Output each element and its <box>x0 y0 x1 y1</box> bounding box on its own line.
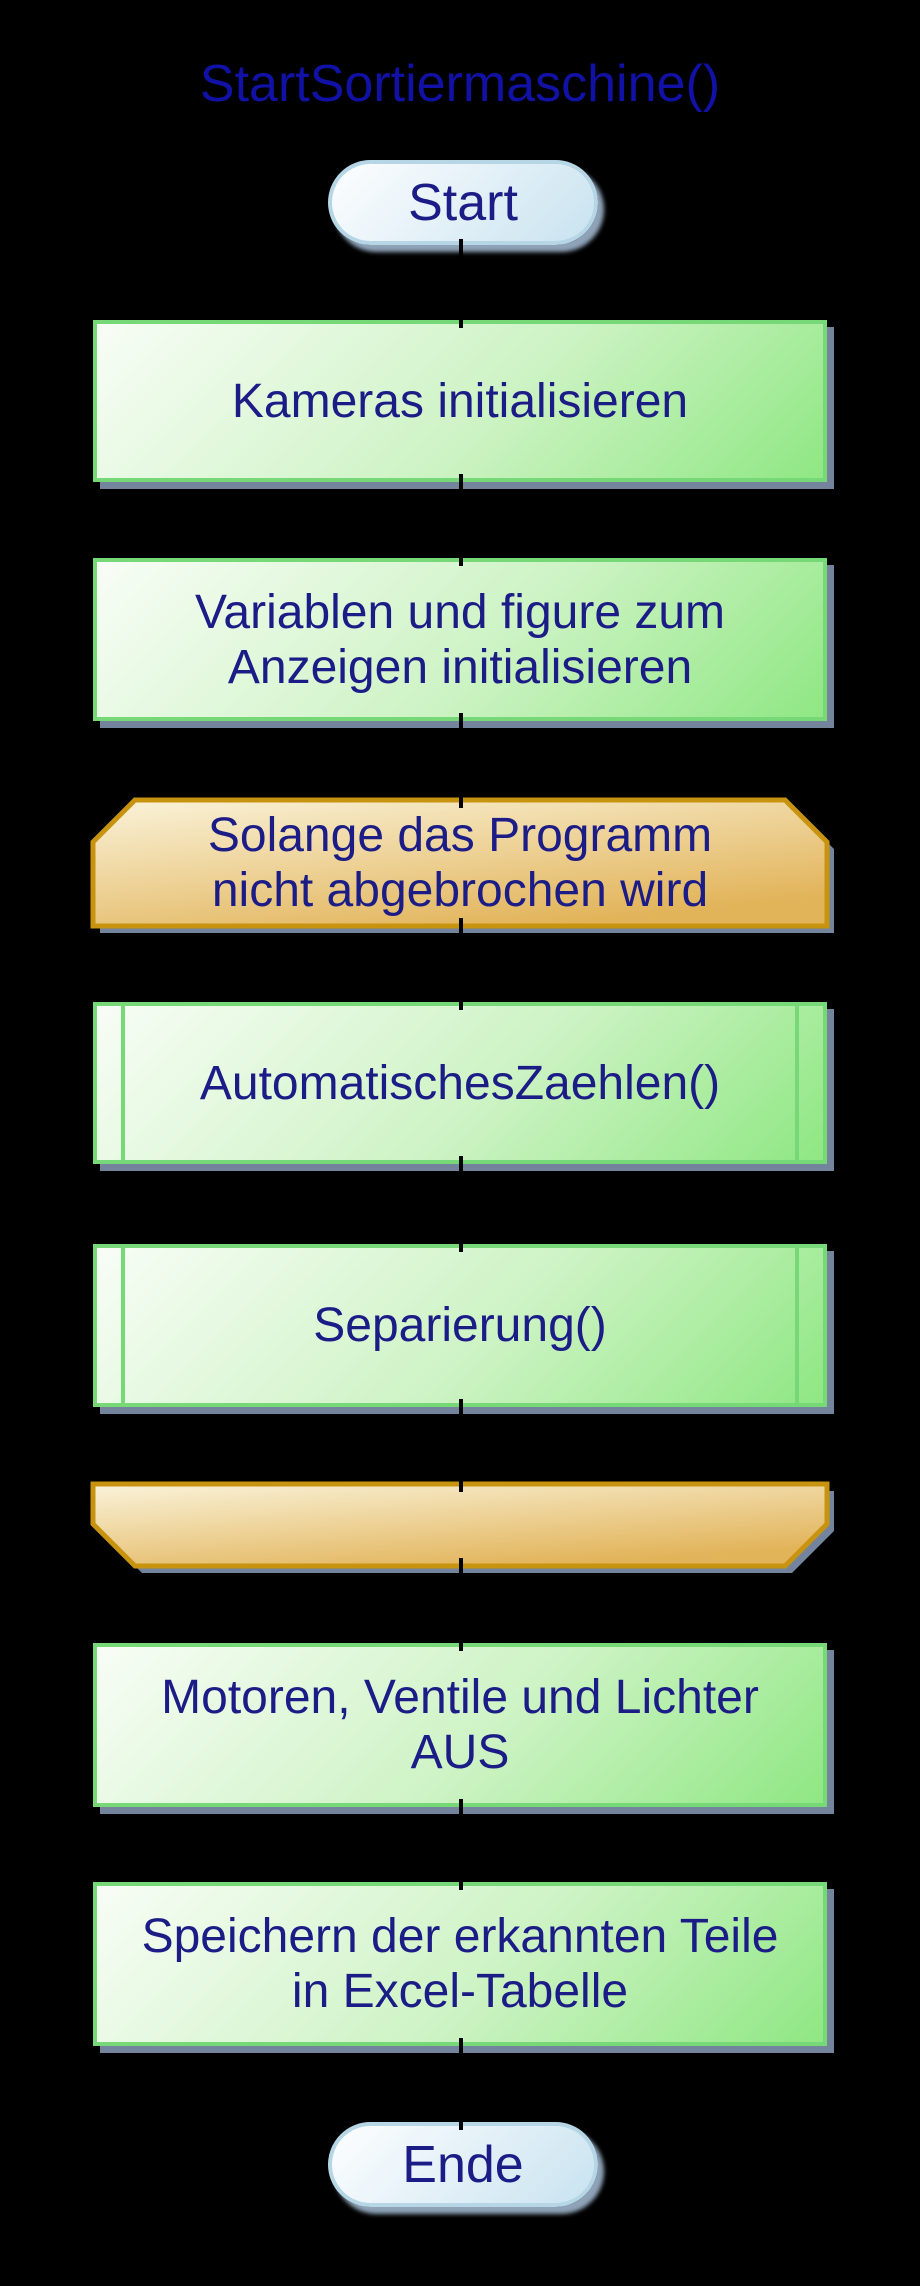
subroutine-automatisches-zaehlen: AutomatischesZaehlen() <box>93 1002 827 1164</box>
subroutine-left-bar <box>121 1248 125 1403</box>
process-label: Kameras initialisieren <box>231 374 689 428</box>
start-node: Start <box>328 160 598 245</box>
end-label: Ende <box>402 2135 524 2194</box>
connector-line <box>459 713 463 808</box>
process-kameras-initialisieren: Kameras initialisieren <box>93 320 827 482</box>
loop-end-polygon <box>90 1481 834 1573</box>
subroutine-label: Separierung() <box>313 1299 607 1352</box>
connector-line <box>459 1558 463 1651</box>
connector-line <box>459 1799 463 1890</box>
process-label: Motoren, Ventile und Lichter AUS <box>161 1671 759 1779</box>
process-motoren-ventile-aus: Motoren, Ventile und Lichter AUS <box>93 1643 827 1807</box>
process-speichern-excel: Speichern der erkannten Teile in Excel-T… <box>93 1882 827 2046</box>
connector-line <box>459 918 463 1010</box>
loop-end-label <box>93 1484 827 1566</box>
loop-end-body <box>90 1481 830 1569</box>
connector-line <box>459 474 463 566</box>
process-label: Speichern der erkannten Teile in Excel-T… <box>141 1910 779 2018</box>
loop-begin-polygon <box>90 797 834 933</box>
connector-line <box>459 1156 463 1252</box>
loop-begin-label: Solange das Programm nicht abgebrochen w… <box>207 809 713 917</box>
flowchart-title: StartSortiermaschine() <box>199 55 721 113</box>
subroutine-left-bar <box>121 1006 125 1160</box>
subroutine-right-bar <box>795 1006 799 1160</box>
loop-end-shape <box>90 1481 836 1577</box>
connector-line <box>459 2038 463 2130</box>
end-node: Ende <box>328 2122 598 2207</box>
process-label: Variablen und figure zum Anzeigen initia… <box>194 585 726 694</box>
subroutine-right-bar <box>795 1248 799 1403</box>
start-label: Start <box>408 173 518 232</box>
subroutine-separierung: Separierung() <box>93 1244 827 1407</box>
subroutine-label: AutomatischesZaehlen() <box>199 1056 721 1110</box>
process-variablen-initialisieren: Variablen und figure zum Anzeigen initia… <box>93 558 827 721</box>
connector-line <box>459 1399 463 1492</box>
loop-begin-shape <box>90 797 836 937</box>
loop-begin-body <box>90 797 830 929</box>
connector-line <box>459 239 463 328</box>
